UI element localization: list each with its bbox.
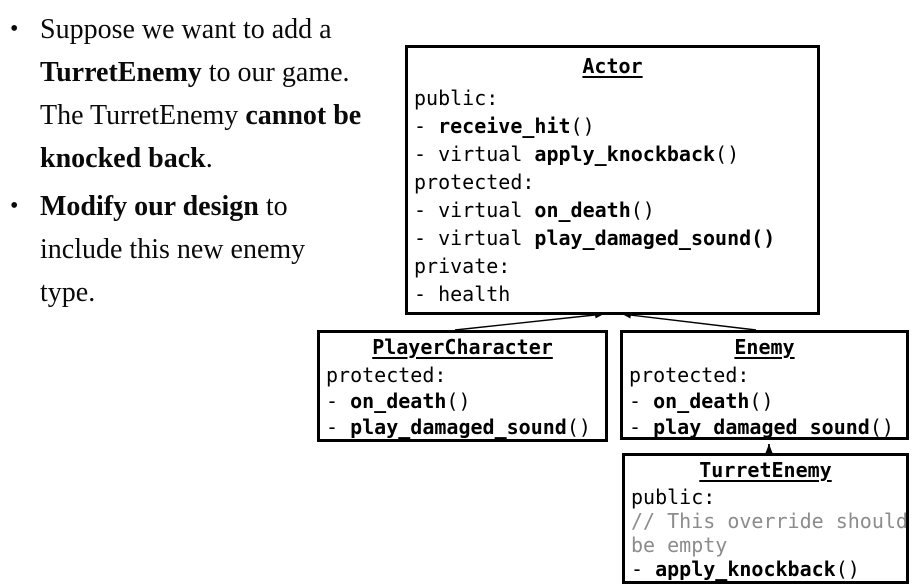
bullet-marker: • [10,16,19,42]
text-line: - on_death() [629,389,774,413]
class-members-playercharacter: protected:- on_death()- play_damaged_sou… [320,362,605,440]
text-line: knocked back. [40,143,213,174]
text-line: public: [631,485,716,509]
inheritance-arrow-playercharacter-actor [454,311,605,331]
bullet-marker: • [10,193,19,219]
text-line: include this new enemy [40,234,306,265]
text-line: protected: [326,363,447,387]
text-line: protected: [414,170,535,194]
bullet-item-1: • Suppose we want to add a TurretEnemy to… [8,8,410,180]
class-members-actor: public: - receive_hit() - virtual apply_kn… [408,84,817,308]
text-line: - on_death() [326,389,471,413]
class-title-playercharacter: PlayerCharacter [372,335,553,359]
bullet-item-2: • Modify our design to include this new e… [8,185,410,314]
class-box-enemy: Enemy protected:- on_death()- play_damag… [620,330,909,440]
text-line: be empty [631,533,728,557]
class-box-turretenemy: TurretEnemy public:// This override shou… [622,453,909,584]
text-line: - health [414,282,511,306]
class-members-enemy: protected:- on_death()- play_damaged_sou… [623,362,906,440]
text-line: - receive_hit() [414,114,595,138]
class-box-playercharacter: PlayerCharacter protected:- on_death()- … [317,330,608,442]
class-title-turretenemy: TurretEnemy [699,458,832,482]
bullet-list: • Suppose we want to add a TurretEnemy to… [8,8,410,319]
inheritance-arrow-enemy-actor [621,311,757,331]
text-line: // This override should [631,509,908,533]
text-line: Suppose we want to add a [40,14,332,45]
text-line: type. [40,277,96,308]
class-title-enemy: Enemy [734,335,795,359]
text-line: - virtual apply_knockback() [414,142,740,166]
text-line: private: [414,254,511,278]
text-line: - play_damaged_sound() [326,415,591,439]
text-line: public: [414,86,499,110]
text-line: TurretEnemy to our game. [40,57,350,88]
text-line: Modify our design to [40,191,288,222]
text-line: - play_damaged_sound() [629,415,894,439]
bullet-text-1: Suppose we want to add a TurretEnemy to o… [40,8,361,180]
class-box-actor: Actor public: - receive_hit() - virtual ap… [405,45,820,315]
text-line: protected: [629,363,750,387]
text-line: - virtual play_damaged_sound() [414,226,776,250]
text-line: The TurretEnemy cannot be [40,100,362,131]
text-line: - apply_knockback() [631,557,860,581]
text-line: - virtual on_death() [414,198,655,222]
bullet-text-2: Modify our design to include this new ene… [40,185,305,314]
class-title-actor: Actor [582,54,643,78]
